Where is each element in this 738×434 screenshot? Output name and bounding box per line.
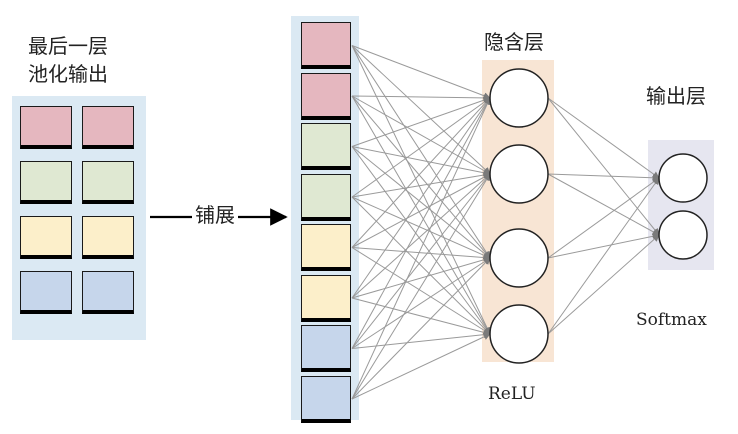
- pool-cell: [82, 161, 134, 204]
- connection-line: [351, 247, 491, 335]
- connection-line: [351, 173, 491, 400]
- flattened-cell: [301, 375, 351, 423]
- hidden-to-output-edges: [547, 97, 660, 335]
- flattened-cell: [301, 72, 351, 120]
- hidden-node: [489, 144, 549, 204]
- connection-line: [351, 97, 491, 299]
- connection-line: [547, 97, 660, 179]
- connection-line: [351, 171, 491, 198]
- pool-cell: [20, 161, 72, 204]
- output-node: [658, 153, 708, 203]
- connection-line: [547, 173, 660, 182]
- connection-line: [351, 173, 491, 349]
- connection-line: [351, 97, 491, 248]
- pool-cell: [20, 271, 72, 314]
- pool-cell: [82, 216, 134, 259]
- connection-line: [547, 232, 660, 259]
- hidden-nodes: [489, 68, 549, 364]
- connection-line: [351, 94, 491, 102]
- pool-cell: [20, 216, 72, 259]
- connection-line: [351, 257, 491, 400]
- flattened-cell: [301, 325, 351, 372]
- flattened-cell: [301, 173, 351, 221]
- connection-line: [351, 196, 491, 259]
- pool-cell: [20, 106, 72, 149]
- connection-line: [351, 45, 491, 259]
- connection-line: [351, 173, 491, 248]
- connection-line: [351, 257, 491, 349]
- connection-line: [351, 256, 491, 299]
- flatten-label: 铺展: [192, 203, 238, 227]
- pool-title-line2: 池化输出: [28, 62, 108, 86]
- flattened-cell: [301, 274, 351, 322]
- relu-label: ReLU: [488, 384, 536, 404]
- flattened-cell: [301, 22, 351, 69]
- pool-title-line1: 最后一层: [28, 34, 108, 58]
- connection-line: [351, 247, 491, 262]
- connection-line: [351, 95, 491, 259]
- flattened-cell: [301, 224, 351, 271]
- connection-line: [351, 173, 491, 299]
- connection-line: [351, 97, 491, 349]
- hidden-layer-title: 隐含层: [484, 30, 544, 54]
- connection-line: [547, 97, 660, 236]
- connection-line: [351, 95, 491, 335]
- connection-line: [351, 331, 491, 349]
- connection-line: [351, 96, 491, 147]
- connection-line: [351, 45, 491, 100]
- connection-line: [351, 97, 491, 198]
- connection-line: [351, 297, 491, 336]
- connection-line: [351, 146, 491, 259]
- pool-cell: [82, 271, 134, 314]
- connection-line: [351, 97, 491, 400]
- output-layer-title: 输出层: [646, 84, 706, 108]
- connection-line: [547, 173, 660, 236]
- connection-line: [547, 177, 660, 259]
- connection-line: [351, 196, 491, 335]
- hidden-node: [489, 304, 549, 364]
- output-node: [658, 210, 708, 260]
- connection-line: [351, 45, 491, 335]
- flattened-cell: [301, 123, 351, 170]
- softmax-label: Softmax: [636, 310, 707, 330]
- connection-line: [351, 95, 491, 175]
- output-nodes: [658, 153, 708, 260]
- connection-line: [547, 177, 660, 335]
- connection-line: [547, 234, 660, 335]
- connection-line: [351, 45, 491, 175]
- input-to-hidden-edges: [351, 45, 491, 400]
- connection-line: [351, 146, 491, 335]
- connection-line: [351, 146, 491, 177]
- hidden-node: [489, 68, 549, 128]
- connection-line: [351, 333, 491, 400]
- hidden-node: [489, 228, 549, 288]
- pool-cell: [82, 106, 134, 149]
